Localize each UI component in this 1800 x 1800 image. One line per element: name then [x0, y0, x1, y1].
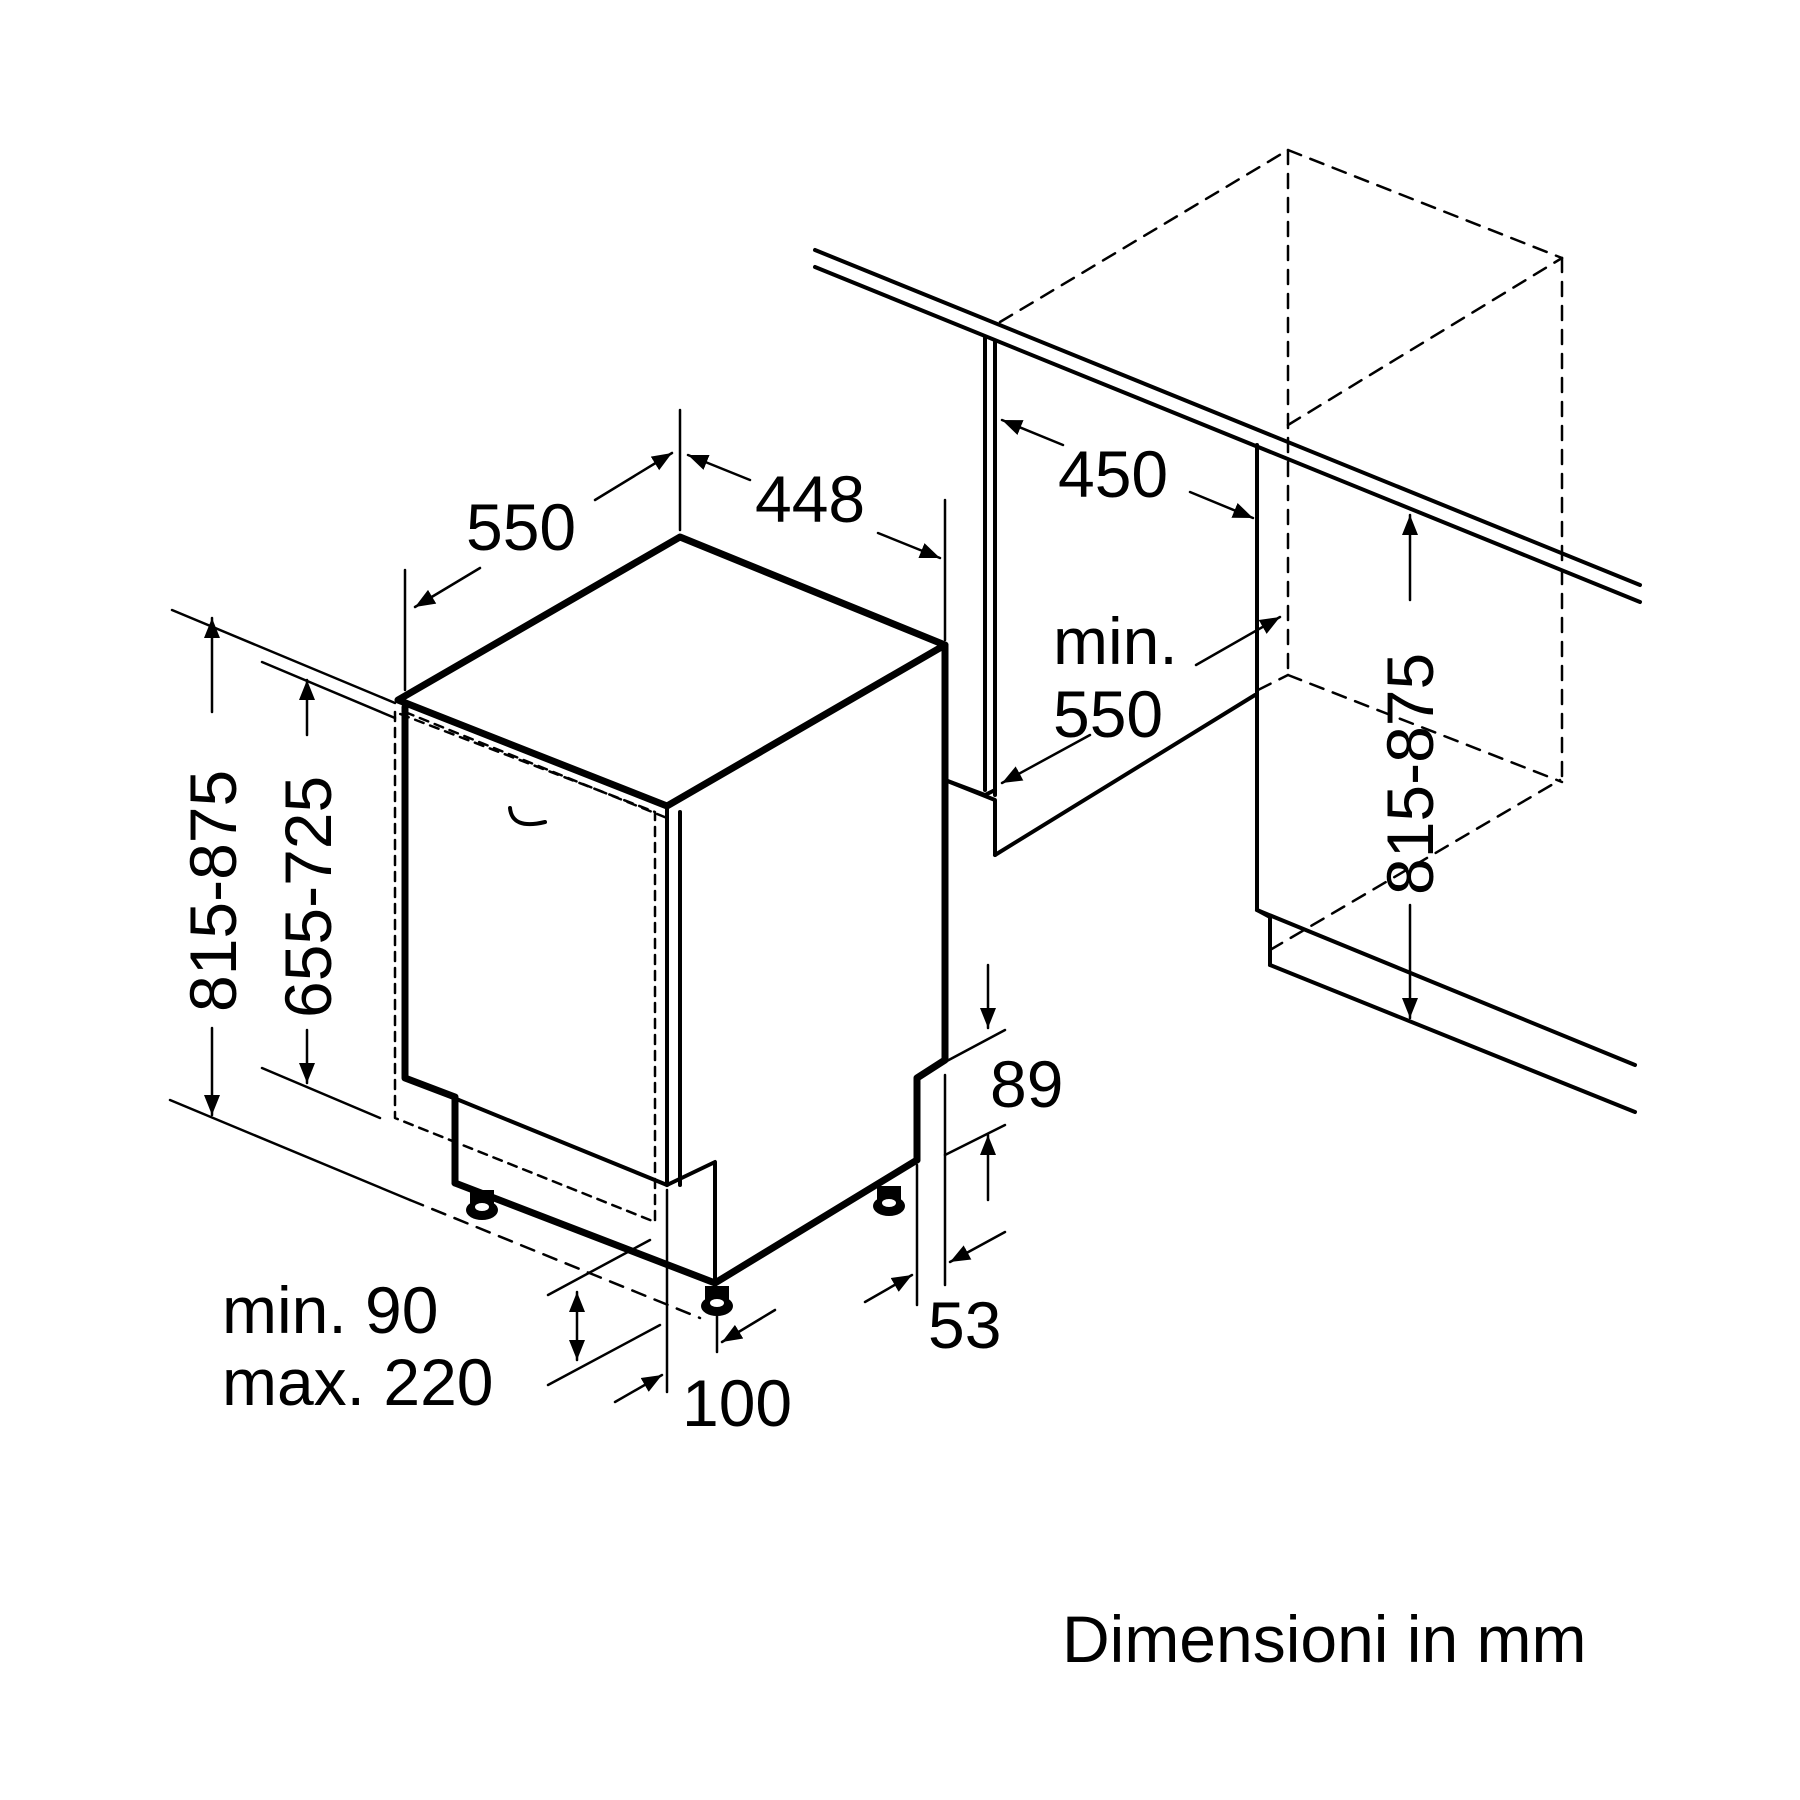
- left-plinth-floor: [993, 693, 1257, 857]
- front-plinth: [665, 1160, 717, 1285]
- ref-floor-line: [168, 1098, 412, 1202]
- worktop-top-edge: [813, 248, 1642, 587]
- dim-550-arrow-right: [593, 451, 674, 502]
- door-handle-icon: [508, 806, 547, 827]
- dim-448-arrow-right: [876, 531, 942, 560]
- dim-53-arrow-right: [948, 1230, 1007, 1264]
- dim-width-label: 448: [755, 462, 865, 536]
- dim-depth-label: 550: [466, 490, 576, 564]
- dim-550-arrow-left: [413, 566, 482, 609]
- front-panel-bottom: [403, 1076, 669, 1187]
- ref-plinth-height-bottom: [546, 1323, 662, 1387]
- appliance-front-left: [401, 703, 459, 1187]
- worktop-bottom-edge: [813, 265, 1642, 604]
- dim-450-label: 450: [1058, 437, 1168, 511]
- dim-niche-height-label: 815-875: [1373, 653, 1447, 895]
- left-plinth: [943, 778, 997, 857]
- right-panel-base: [1255, 908, 1272, 967]
- dim-niche-depth-arrow-bottom: [1000, 733, 1092, 785]
- dim-plinth-100-label: 100: [682, 1366, 792, 1440]
- dim-100-arrow-left: [613, 1373, 664, 1404]
- dim-450-arrow-right: [1188, 490, 1255, 520]
- appliance-right-edge: [913, 641, 949, 1164]
- niche-cabinet: 450 min. 550 815-875: [813, 148, 1642, 1114]
- floor-line-upper: [1255, 908, 1637, 1067]
- foot-left-icon: [466, 1190, 498, 1220]
- dim-53-arrow-left: [863, 1273, 914, 1304]
- dim-450-arrow-left: [1000, 418, 1065, 447]
- foot-right-icon: [873, 1186, 905, 1216]
- ref-top-line: [170, 608, 397, 705]
- ref-door-top-line: [260, 660, 397, 720]
- right-plinth-hidden: [1268, 778, 1562, 952]
- ref-89-top: [943, 1028, 1007, 1064]
- dim-448-arrow-left: [686, 453, 752, 482]
- niche-hidden-box: [998, 148, 1564, 784]
- dim-door-height-label: 655-725: [271, 776, 345, 1018]
- ref-89-bottom: [943, 1123, 1007, 1157]
- foot-front-icon: [701, 1286, 733, 1316]
- door-top-dashed: [403, 710, 669, 820]
- dim-overall-height-label: 815-875: [176, 770, 250, 1012]
- dim-niche-depth-min: min.: [1053, 604, 1178, 678]
- dim-100-arrow-right: [720, 1308, 777, 1344]
- appliance-top: [394, 533, 949, 810]
- dim-plinth-min-label: min. 90: [222, 1273, 438, 1347]
- dishwasher-dimensions: 550 448 815-875 655-725 89 53 100: [168, 408, 1063, 1440]
- ref-plinth-height-top: [546, 1238, 652, 1297]
- dim-plinth-89-label: 89: [990, 1047, 1063, 1121]
- dishwasher-body: [393, 533, 949, 1316]
- units-caption: Dimensioni in mm: [1062, 1602, 1586, 1676]
- dim-plinth-53-label: 53: [928, 1288, 1001, 1362]
- ref-door-bottom-line: [260, 1066, 382, 1120]
- dim-niche-depth-value: 550: [1053, 677, 1163, 751]
- ref-floor-dashed: [408, 1198, 702, 1320]
- floor-line-lower: [1268, 963, 1637, 1114]
- dim-plinth-max-label: max. 220: [222, 1345, 493, 1419]
- appliance-base: [451, 1156, 921, 1287]
- dim-niche-depth-arrow-top: [1194, 615, 1282, 667]
